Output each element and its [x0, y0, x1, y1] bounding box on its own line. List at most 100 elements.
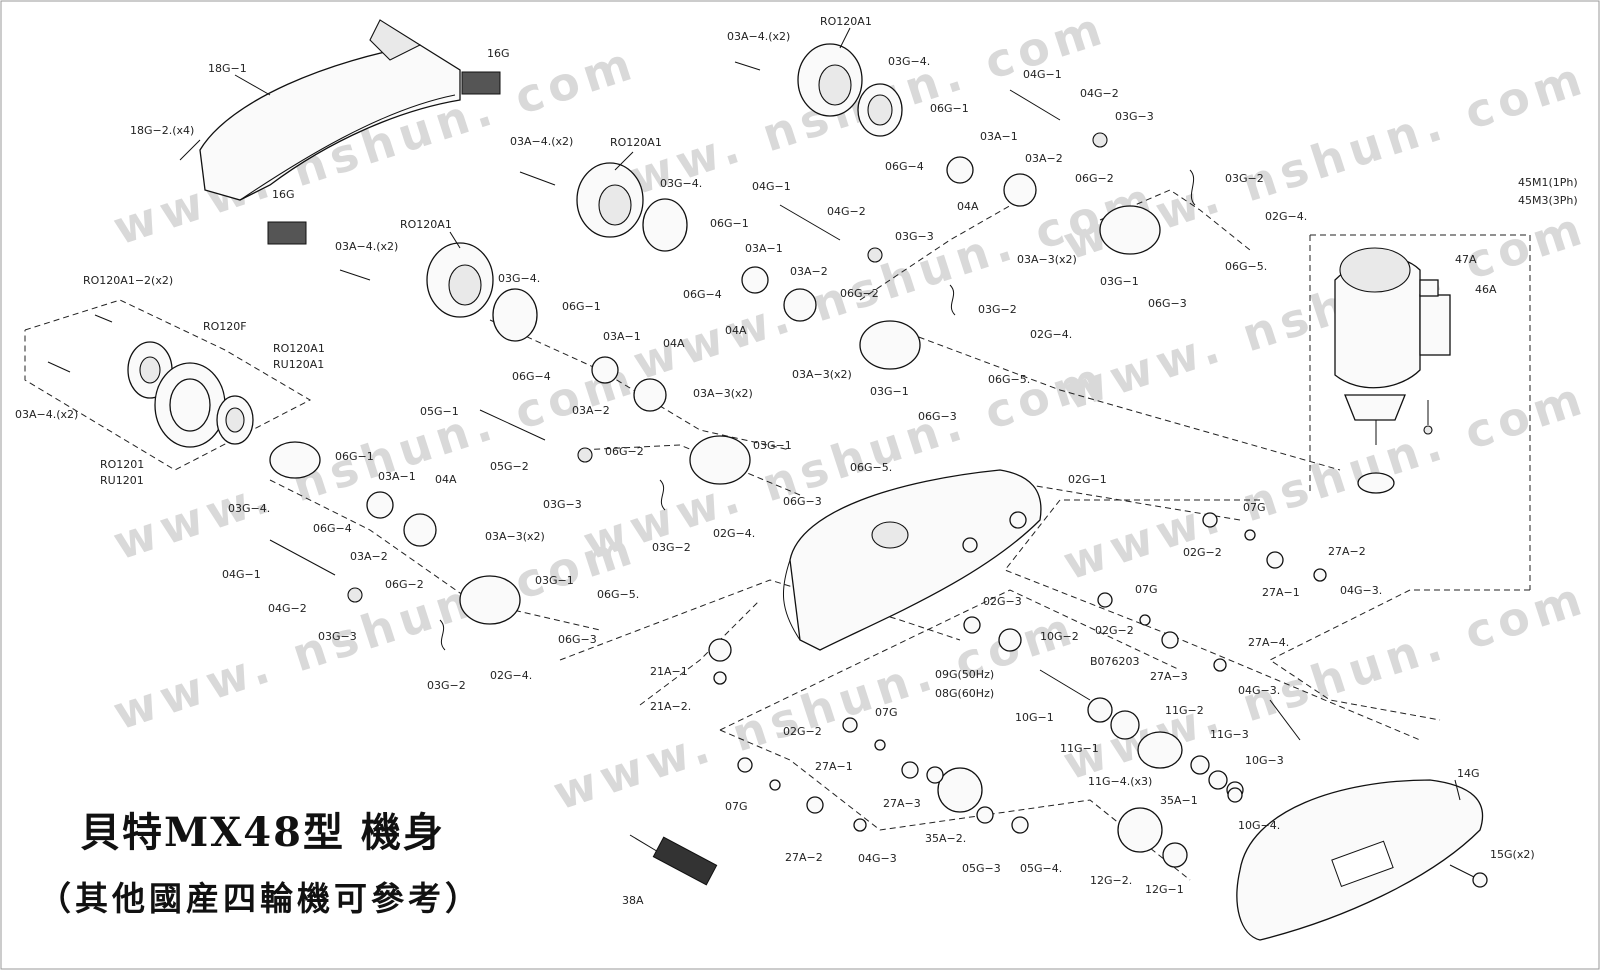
housing-18G-1	[199, 19, 501, 245]
label-04A: 04A	[435, 473, 457, 486]
label-06G-4: 06G−4	[885, 160, 924, 173]
label-18G-2: 18G−2.(x4)	[130, 124, 194, 137]
diagram-subtitle: （其他國産四輪機可參考）	[38, 879, 482, 918]
label-06G-4: 06G−4	[683, 288, 722, 301]
label-06G-2: 06G−2	[385, 578, 424, 591]
label-27A-4: 27A−4.	[1248, 636, 1289, 649]
label-03G-4: 03G−4.	[498, 272, 540, 285]
label-03G-4: 03G−4.	[660, 177, 702, 190]
label-03G-1: 03G−1	[753, 439, 792, 452]
label-46A: 46A	[1475, 283, 1497, 296]
label-05G-1: 05G−1	[420, 405, 459, 418]
label-RO120A1-2: RO120A1−2(x2)	[83, 274, 173, 287]
label-11G-2: 11G−2	[1165, 704, 1204, 717]
label-45M3: 45M3(3Ph)	[1518, 194, 1578, 207]
label-02G-2: 02G−2	[1095, 624, 1134, 637]
label-47A: 47A	[1455, 253, 1477, 266]
label-04G-2: 04G−2	[827, 205, 866, 218]
label-07G: 07G	[1243, 501, 1266, 514]
label-05G-2: 05G−2	[490, 460, 529, 473]
label-27A-3: 27A−3	[883, 797, 921, 810]
leader-lines	[179, 27, 1461, 801]
sprocket-parts	[737, 512, 1327, 832]
label-16G: 16G	[272, 188, 295, 201]
label-38A: 38A	[622, 894, 644, 907]
label-RO1201: RO1201	[100, 458, 144, 471]
label-27A-3: 27A−3	[1150, 670, 1188, 683]
label-06G-3: 06G−3	[1148, 297, 1187, 310]
label-04G-2: 04G−2	[268, 602, 307, 615]
label-03G-3: 03G−3	[1115, 110, 1154, 123]
label-07G: 07G	[1135, 583, 1158, 596]
roller-top	[734, 43, 1196, 255]
label-06G-5: 06G−5.	[850, 461, 892, 474]
cover-14G	[1236, 779, 1488, 941]
label-27A-1: 27A−1	[1262, 586, 1300, 599]
label-RO120A1: RO120A1	[273, 342, 325, 355]
label-06G-1: 06G−1	[562, 300, 601, 313]
label-35A-1: 35A−1	[1160, 794, 1198, 807]
part-labels: 18G−1 18G−2.(x4) 16G 16G RO120A1−2(x2) R…	[15, 15, 1578, 907]
label-06G-5: 06G−5.	[597, 588, 639, 601]
label-06G-1: 06G−1	[335, 450, 374, 463]
label-RO120A1: RO120A1	[610, 136, 662, 149]
label-04G-2: 04G−2	[1080, 87, 1119, 100]
main-body-02G-1	[782, 469, 1042, 651]
label-02G-4: 02G−4.	[1030, 328, 1072, 341]
label-03A-2: 03A−2	[572, 404, 610, 417]
label-RO120A1: RO120A1	[820, 15, 872, 28]
label-03G-3: 03G−3	[318, 630, 357, 643]
label-03G-3: 03G−3	[543, 498, 582, 511]
label-27A-2: 27A−2	[785, 851, 823, 864]
label-06G-3: 06G−3	[783, 495, 822, 508]
label-45M1: 45M1(1Ph)	[1518, 176, 1578, 189]
label-06G-3: 06G−3	[918, 410, 957, 423]
label-03A-4: 03A−4.(x2)	[510, 135, 573, 148]
label-03A-1: 03A−1	[980, 130, 1018, 143]
label-06G-5: 06G−5.	[1225, 260, 1267, 273]
label-05G-3: 05G−3	[962, 862, 1001, 875]
label-21A-2: 21A−2.	[650, 700, 691, 713]
label-04G-3: 04G−3.	[1238, 684, 1280, 697]
label-03A-3: 03A−3(x2)	[485, 530, 545, 543]
label-06G-5: 06G−5.	[988, 373, 1030, 386]
motor-45M	[1334, 247, 1451, 494]
label-10G-1: 10G−1	[1015, 711, 1054, 724]
center-drive-parts	[708, 616, 1244, 868]
label-RU1201: RU1201	[100, 474, 144, 487]
roller-third	[339, 242, 751, 511]
label-03A-1: 03A−1	[603, 330, 641, 343]
handle-38A	[629, 834, 718, 886]
label-02G-3: 02G−3	[983, 595, 1022, 608]
label-03G-1: 03G−1	[870, 385, 909, 398]
label-27A-2: 27A−2	[1328, 545, 1366, 558]
label-06G-4: 06G−4	[313, 522, 352, 535]
roller-fourth	[269, 441, 521, 651]
label-04A: 04A	[663, 337, 685, 350]
label-06G-2: 06G−2	[1075, 172, 1114, 185]
label-03G-2: 03G−2	[1225, 172, 1264, 185]
label-03A-3: 03A−3(x2)	[792, 368, 852, 381]
label-04G-3: 04G−3.	[1340, 584, 1382, 597]
label-03A-2: 03A−2	[1025, 152, 1063, 165]
label-11G-1: 11G−1	[1060, 742, 1099, 755]
label-15G: 15G(x2)	[1490, 848, 1535, 861]
label-06G-1: 06G−1	[710, 217, 749, 230]
label-03A-3: 03A−3(x2)	[1017, 253, 1077, 266]
label-02G-2: 02G−2	[783, 725, 822, 738]
label-02G-2: 02G−2	[1183, 546, 1222, 559]
label-16G: 16G	[487, 47, 510, 60]
label-02G-4: 02G−4.	[713, 527, 755, 540]
assembly-guide-lines	[24, 189, 1531, 881]
label-10G-2: 10G−2	[1040, 630, 1079, 643]
label-14G: 14G	[1457, 767, 1480, 780]
label-03G-2: 03G−2	[978, 303, 1017, 316]
label-03G-2: 03G−2	[427, 679, 466, 692]
label-04G-1: 04G−1	[752, 180, 791, 193]
label-03A-4: 03A−4.(x2)	[727, 30, 790, 43]
label-12G-1: 12G−1	[1145, 883, 1184, 896]
label-11G-3: 11G−3	[1210, 728, 1249, 741]
label-08G: 08G(60Hz)	[935, 687, 994, 700]
label-03G-1: 03G−1	[1100, 275, 1139, 288]
